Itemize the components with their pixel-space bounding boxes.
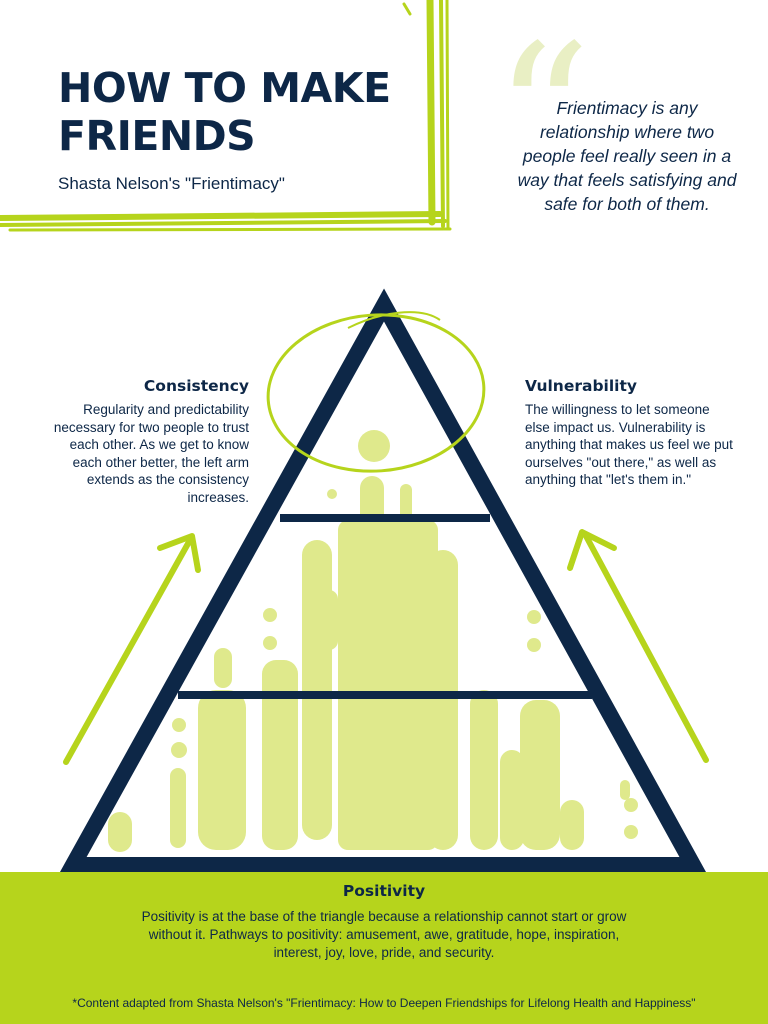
pyramid-texture <box>108 430 638 852</box>
brush-frame <box>0 0 452 232</box>
pyramid-outline <box>59 288 707 873</box>
definition-quote: Frientimacy is any relationship where tw… <box>517 98 737 214</box>
vulnerability-description: The willingness to let someone else impa… <box>525 402 733 487</box>
vulnerability-arrow <box>567 529 709 763</box>
apex-circle <box>266 311 486 473</box>
page-subtitle: Shasta Nelson's "Frientimacy" <box>58 174 285 193</box>
positivity-band <box>0 872 768 1024</box>
source-footnote: *Content adapted from Shasta Nelson's "F… <box>72 996 696 1010</box>
positivity-heading: Positivity <box>342 882 426 900</box>
consistency-arrow <box>63 533 201 765</box>
positivity-description: Positivity is at the base of the triangl… <box>141 909 627 960</box>
quote-mark-icon: “ <box>494 4 592 225</box>
vulnerability-heading: Vulnerability <box>525 377 637 395</box>
consistency-heading: Consistency <box>143 377 249 395</box>
consistency-description: Regularity and predictability necessary … <box>53 402 249 505</box>
page-title: HOW TO MAKE FRIENDS <box>58 64 391 160</box>
